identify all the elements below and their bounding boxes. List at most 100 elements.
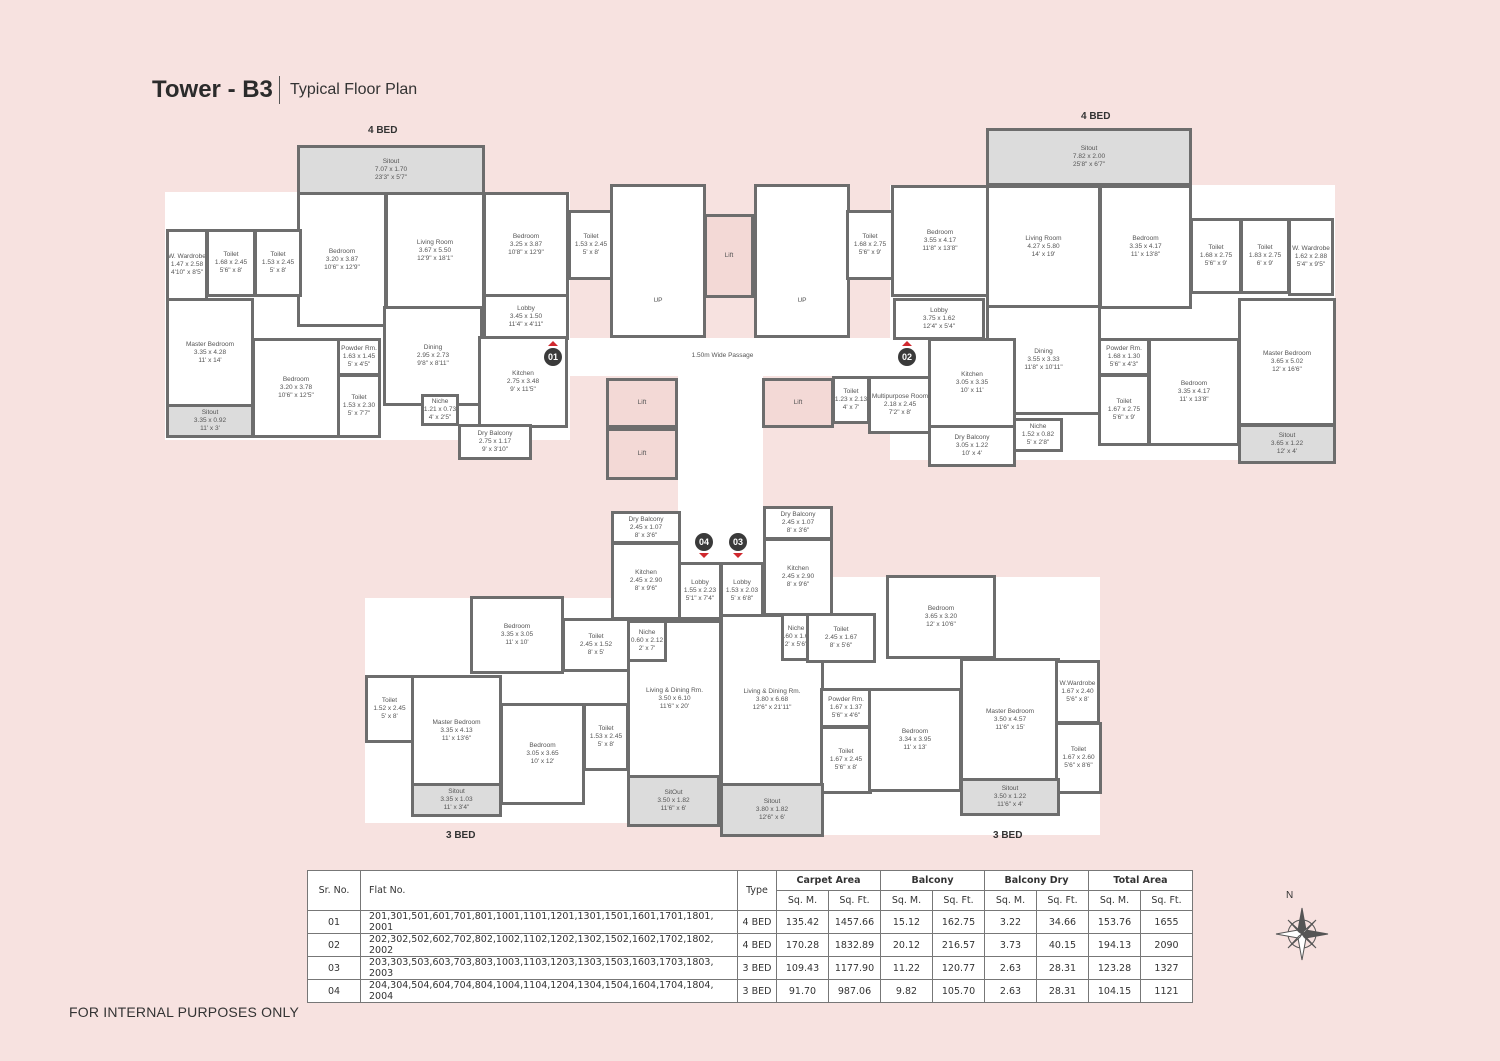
room-imperial: 5'6" x 4'3" xyxy=(1109,361,1139,368)
room-metric: 2.95 x 2.73 xyxy=(416,352,450,359)
room-name: Toilet xyxy=(381,697,398,704)
room-imperial: 11' x 13'6" xyxy=(441,735,472,742)
room-name: Lift xyxy=(637,450,647,457)
sr-no-cell: 03 xyxy=(307,956,361,980)
room-name: Toilet xyxy=(843,388,859,395)
flat-03-type-label: 3 BED xyxy=(993,830,1023,841)
unit-header-sqft: Sq. Ft. xyxy=(828,890,881,911)
room-imperial: UP xyxy=(797,297,807,304)
header-total: Total Area xyxy=(1088,870,1193,891)
room-name: Toilet xyxy=(351,394,367,401)
room-imperial: 11' x 10' xyxy=(505,639,529,646)
room-metric: 3.20 x 3.87 xyxy=(325,255,359,263)
room-imperial: 5'6" x 8' xyxy=(1066,696,1089,703)
room-metric: 3.55 x 4.17 xyxy=(923,237,957,244)
balcony-dry-sqft-cell: 40.15 xyxy=(1036,933,1089,957)
room-imperial: 8' x 3'6" xyxy=(786,527,810,534)
room-metric: 3.05 x 3.35 xyxy=(955,379,989,386)
room-name: Master Bedroom xyxy=(432,719,481,726)
room-metric: 2.45 x 1.67 xyxy=(824,634,858,641)
room-name: Toilet xyxy=(598,725,614,732)
room-name: Toilet xyxy=(862,233,878,240)
room-metric: 1.62 x 2.88 xyxy=(1294,253,1328,260)
flat-marker-04: 04 xyxy=(695,533,713,551)
entry-arrow-icon xyxy=(902,341,912,346)
room-name: Lobby xyxy=(691,579,709,586)
room-imperial: 10'6" x 12'5" xyxy=(278,392,314,399)
room-metric: 3.75 x 1.62 xyxy=(922,315,956,322)
balcony-sqm-cell: 15.12 xyxy=(880,910,933,934)
carpet-sqm-cell: 91.70 xyxy=(776,979,829,1003)
unit-header-sqm: Sq. M. xyxy=(776,890,829,911)
header-sr: Sr. No. xyxy=(307,870,361,911)
balcony-sqft-cell: 162.75 xyxy=(932,910,985,934)
balcony-dry-sqm-cell: 3.73 xyxy=(984,933,1037,957)
room-imperial: 5' x 8' xyxy=(597,741,615,748)
unit-header-sqm: Sq. M. xyxy=(984,890,1037,911)
room-imperial: 4' x 2'5" xyxy=(428,414,452,421)
balcony-dry-sqft-cell: 28.31 xyxy=(1036,979,1089,1003)
balcony-dry-sqft-cell: 28.31 xyxy=(1036,956,1089,980)
room-name: Dry Balcony xyxy=(954,434,990,441)
room-metric: 3.34 x 3.95 xyxy=(898,736,932,743)
room-imperial: 5'1" x 7'4" xyxy=(685,595,715,602)
room-metric: 1.23 x 2.13 xyxy=(834,396,868,403)
unit-header-sqm: Sq. M. xyxy=(880,890,933,911)
lift: Lift xyxy=(762,378,834,428)
room-imperial: 4' x 7' xyxy=(842,404,860,411)
room-metric: 0.60 x 1.67 xyxy=(781,633,811,640)
entry-arrow-icon xyxy=(699,553,709,558)
room-name: Lift xyxy=(724,252,734,259)
room-imperial: 11'8" x 13'8" xyxy=(922,245,958,252)
room-name: Powder Rm. xyxy=(828,696,864,703)
room-imperial: 11'6" x 6' xyxy=(660,805,687,812)
room-imperial: 8' x 9'6" xyxy=(634,585,658,592)
room-imperial: 5' x 2'8" xyxy=(1026,439,1050,446)
room-metric: 1.67 x 2.45 xyxy=(829,756,863,763)
header-type: Type xyxy=(737,870,777,911)
room-name: Niche xyxy=(1029,423,1047,430)
room-name: Sitout xyxy=(1278,432,1296,439)
room-metric: 2.18 x 2.45 xyxy=(883,401,917,408)
room-imperial: 4'10" x 8'5" xyxy=(170,269,204,276)
room-name: Toilet xyxy=(838,748,854,755)
flat-01-type-label: 4 BED xyxy=(368,125,398,136)
room-metric: 1.53 x 2.45 xyxy=(261,259,295,266)
balcony-sqft-cell: 216.57 xyxy=(932,933,985,957)
room-metric: 2.45 x 2.90 xyxy=(629,577,663,584)
room-imperial: 11' x 3' xyxy=(200,425,220,432)
room-name: Bedroom xyxy=(503,623,531,630)
room-name: Sitout xyxy=(1001,785,1019,792)
room-imperial: 10'8" x 12'9" xyxy=(508,248,544,256)
balcony-sqm-cell: 20.12 xyxy=(880,933,933,957)
room-name: Toilet xyxy=(1116,398,1132,405)
room-metric: 1.67 x 2.75 xyxy=(1107,406,1141,413)
room-name: Niche xyxy=(638,629,656,636)
